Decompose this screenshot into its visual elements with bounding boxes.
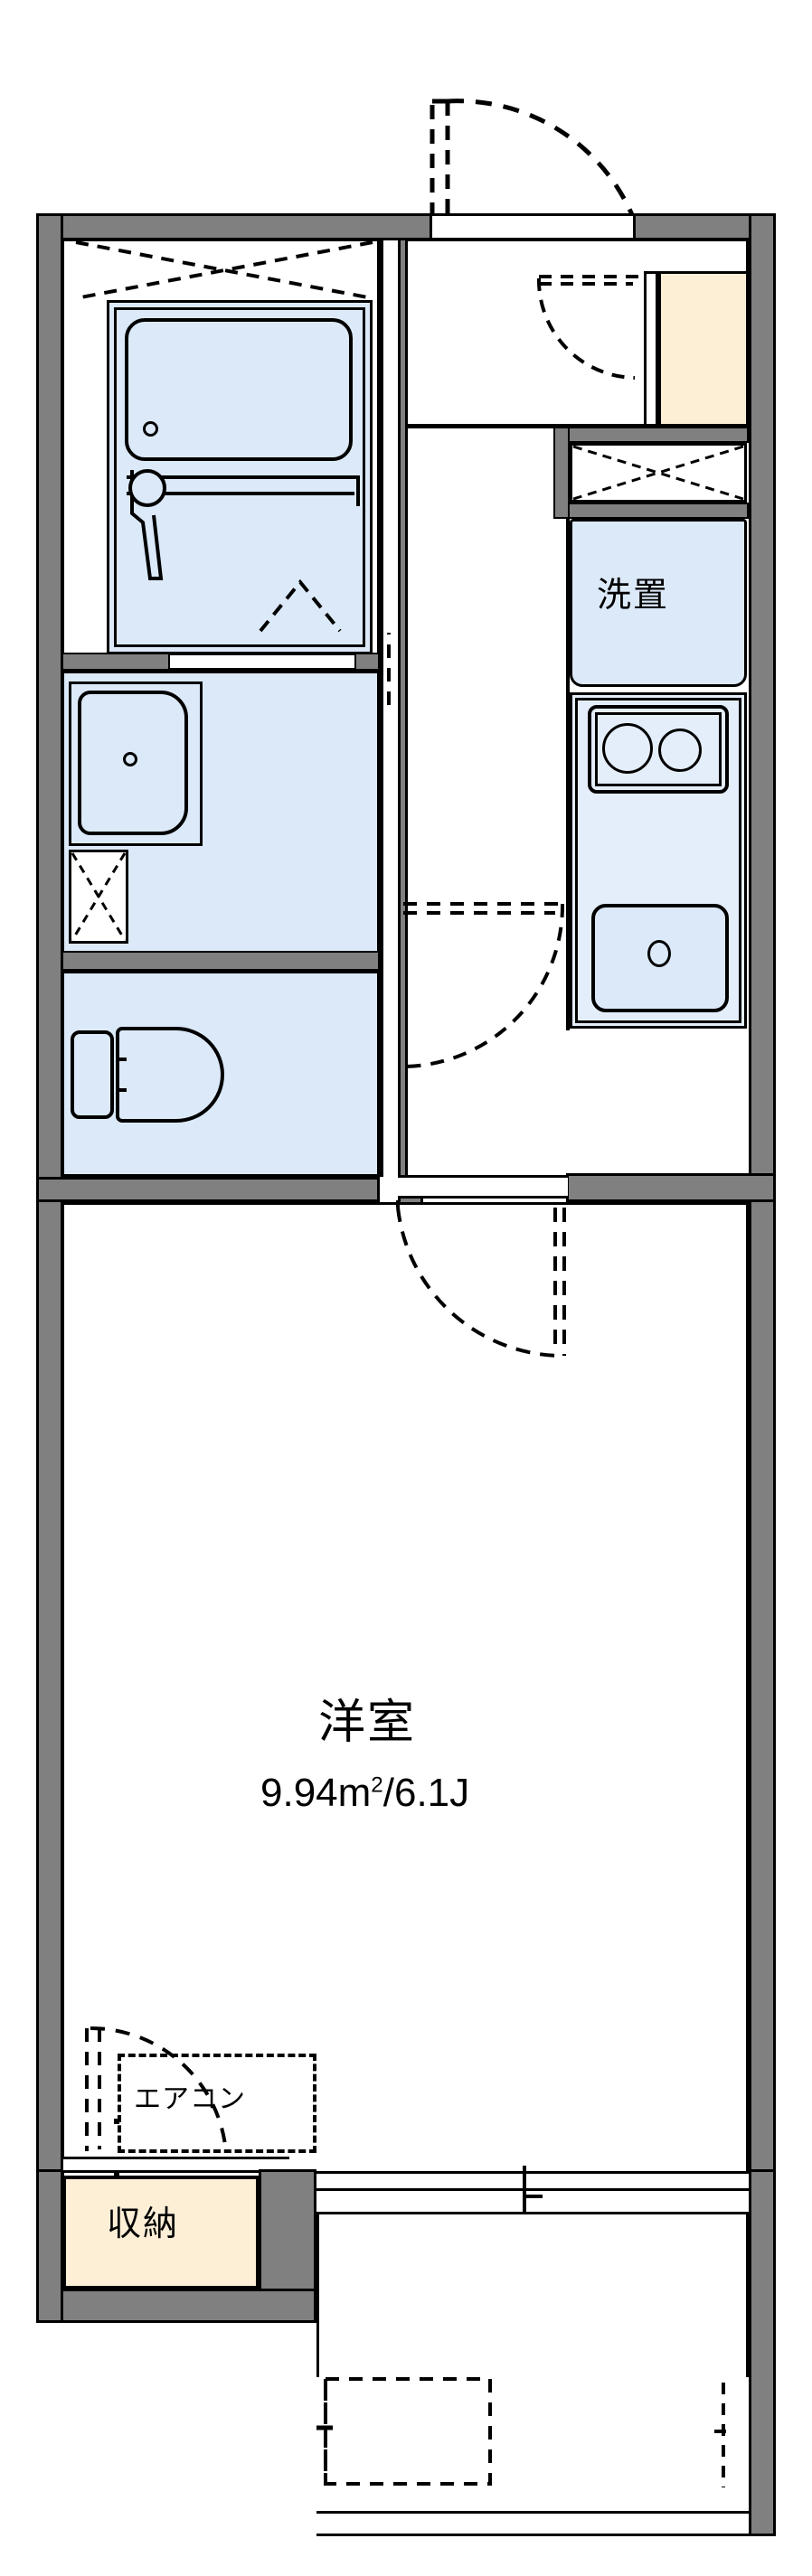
kitchen-sink [591, 904, 729, 1012]
bathtub-basin [125, 318, 353, 461]
bathtub-drain [143, 421, 158, 437]
washer-window [570, 443, 747, 503]
corridor-door-sill [398, 1175, 568, 1199]
balcony-floor [316, 2214, 749, 2377]
main-room-name: 洋室 [318, 1697, 417, 1749]
main-room-area: 9.94m2/6.1J [260, 1773, 469, 1813]
main-room-area-rest: /6.1J [382, 1771, 470, 1815]
shoe-cabinet-door-panel [644, 271, 658, 427]
room-main [61, 1202, 749, 2178]
wall-corridor-left-line [380, 239, 383, 1177]
storage-area [114, 2119, 119, 2124]
wall-washroom-toilet-divider [61, 951, 380, 971]
washer-label: 洗置 [597, 577, 670, 615]
wall-right-outer [749, 213, 776, 2206]
wall-above-washer [568, 427, 749, 443]
storage-block [63, 2176, 259, 2289]
shoe-cabinet [658, 271, 749, 427]
corridor [405, 425, 568, 1177]
wall-left-outer [36, 213, 63, 2206]
wall-storage-left [36, 2169, 63, 2323]
wall-right-balcony [749, 2169, 776, 2536]
wall-bath-bottom-right [354, 653, 380, 671]
line-kitchen-left [566, 519, 570, 1030]
storage-label: 収納 [107, 2205, 180, 2243]
toilet-bowl [116, 1027, 224, 1123]
wall-washer-window-bottom [568, 503, 749, 519]
kitchen-sink-drain [647, 940, 671, 967]
wall-kitchen-left-upper [553, 427, 570, 519]
balcony-window-sash-inner [316, 2191, 749, 2214]
main-room-area-number: 9.94m [260, 1771, 372, 1815]
main-room-area-superscript: 2 [371, 1772, 383, 1798]
toilet-tank [71, 1030, 114, 1119]
aircon-label: エアコン [134, 2084, 246, 2114]
stove-burner-large [602, 723, 653, 774]
washbasin-drain [123, 752, 137, 766]
line-hall-bottom [405, 425, 568, 428]
wall-bath-bottom [61, 653, 170, 671]
bath-door-sill [170, 653, 354, 671]
wall-kitchen-bottom [566, 1173, 776, 1202]
wall-top-left [36, 213, 432, 240]
wall-toilet-bottom [36, 1177, 380, 1202]
wall-storage-bottom [36, 2289, 316, 2323]
entrance-threshold [432, 213, 633, 240]
washroom-window [69, 850, 128, 944]
washer-space [570, 519, 747, 687]
stove-burner-small [658, 729, 702, 772]
balcony-railing [316, 2511, 749, 2536]
storage-sill [63, 2157, 289, 2173]
balcony-window-sash-outer [316, 2171, 749, 2191]
